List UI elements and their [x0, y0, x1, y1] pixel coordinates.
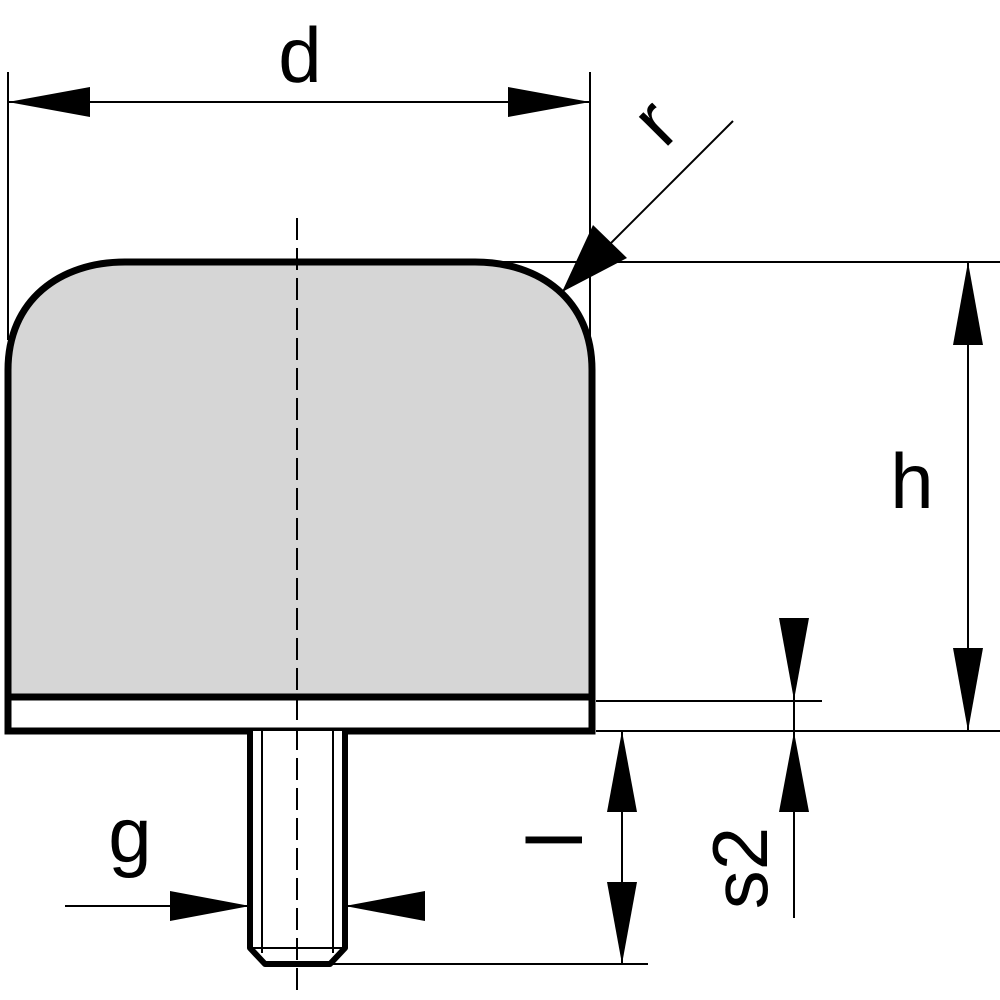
- dimension-g: [65, 891, 425, 921]
- label-r: r: [614, 81, 695, 162]
- label-d: d: [278, 11, 321, 99]
- label-h: h: [890, 437, 933, 525]
- base-plate: [4, 693, 596, 735]
- label-s2: s2: [696, 827, 784, 909]
- label-l: l: [511, 831, 599, 848]
- label-g: g: [108, 791, 151, 879]
- dimension-s2: [596, 618, 822, 918]
- dimension-r: [561, 120, 734, 293]
- dimension-d: [7, 72, 591, 345]
- dimension-h: [500, 261, 1000, 732]
- buffer-body: [4, 258, 596, 701]
- dimension-l: [330, 731, 648, 965]
